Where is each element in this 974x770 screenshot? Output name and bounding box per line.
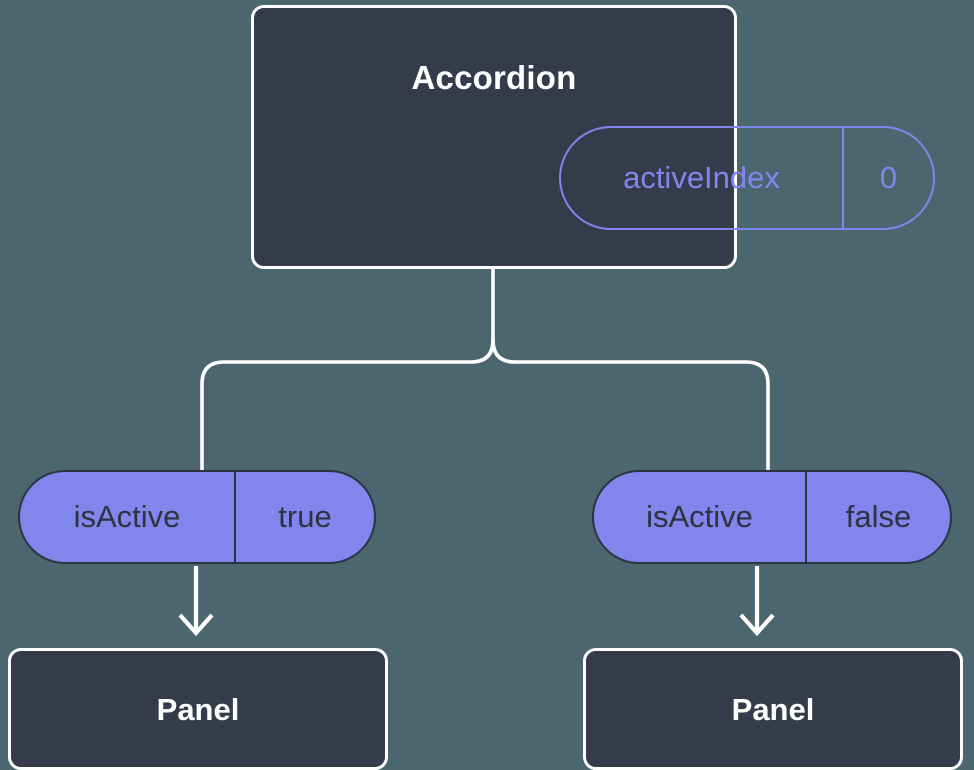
prop-pill-right-key: isActive <box>594 472 807 562</box>
node-panel-right[interactable]: Panel <box>583 648 963 770</box>
node-panel-left-label: Panel <box>156 691 240 727</box>
prop-pill-left[interactable]: isActive true <box>18 470 376 564</box>
state-badge-key: activeIndex <box>561 128 844 228</box>
prop-pill-right[interactable]: isActive false <box>592 470 952 564</box>
arrow-head-left-icon <box>178 613 214 637</box>
node-panel-right-label: Panel <box>731 691 815 727</box>
node-accordion[interactable]: Accordion activeIndex 0 <box>251 5 935 269</box>
prop-pill-left-key: isActive <box>20 472 236 562</box>
fork-connector-path <box>200 267 495 472</box>
node-accordion-title: Accordion <box>411 59 577 96</box>
prop-pill-left-value: true <box>278 499 332 534</box>
node-panel-left[interactable]: Panel <box>8 648 388 770</box>
fork-connector-path-right <box>491 338 770 472</box>
prop-pill-right-value: false <box>845 499 912 534</box>
state-badge-activeindex[interactable]: activeIndex 0 <box>559 126 935 230</box>
arrow-head-right-icon <box>739 613 775 637</box>
state-badge-value: 0 <box>879 160 898 195</box>
